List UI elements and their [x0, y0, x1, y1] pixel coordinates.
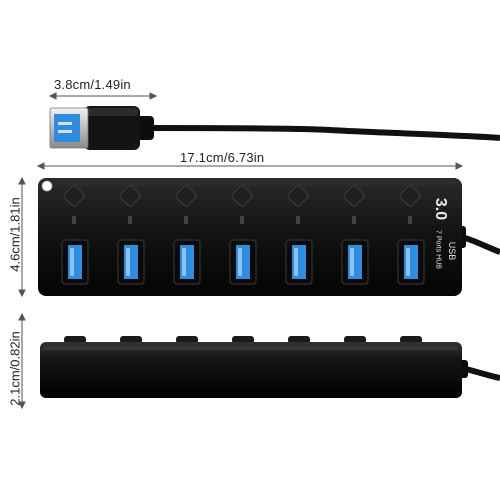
ports-hub-label: 7 Ports HUB: [434, 230, 442, 269]
usb-label: USB: [447, 241, 457, 261]
hub-top-view: [38, 178, 500, 296]
port-leds: [72, 216, 412, 224]
usb-ports: [61, 239, 425, 285]
plug-width-label: 3.8cm/1.49in: [54, 77, 131, 92]
hub-length-label: 17.1cm/6.73in: [180, 150, 265, 165]
height-dimension-line: [18, 312, 26, 410]
width-dimension-line: [18, 176, 26, 298]
hub-side-view: [40, 336, 500, 398]
length-dimension-line: [36, 162, 464, 170]
plug-dimension-line: [48, 92, 158, 100]
port-switches: [63, 185, 421, 207]
usb-plug: [49, 106, 500, 150]
